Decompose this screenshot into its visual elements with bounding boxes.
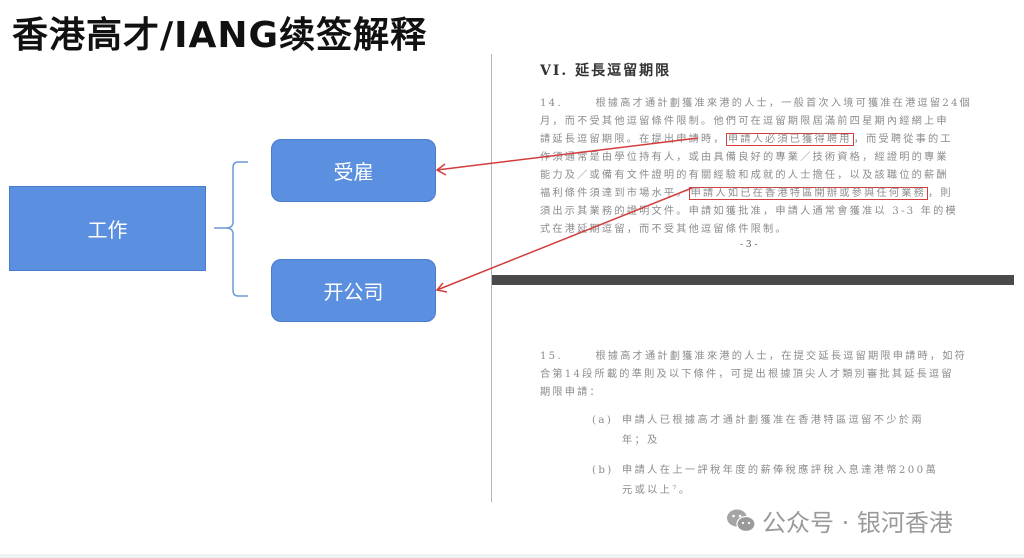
line-text: 月，而不受其他逗留條件限制。他們可在逗留期限屆滿前四星期內經網上申 — [540, 116, 949, 127]
watermark-text: 公众号 · 银河香港 — [762, 509, 953, 537]
para-line: 14. 根據高才通計劃獲准來港的人士，一般首次入境可獲准在港逗留24個 — [540, 95, 970, 113]
para-line: 15. 根據高才通計劃獲准來港的人士，在提交延長逗留期限申請時，如符 — [540, 348, 965, 366]
item-text: 元或以上⁷。 — [622, 485, 692, 496]
line-text: ，則 — [928, 188, 953, 199]
watermark: 公众号 · 银河香港 — [726, 503, 953, 538]
page-separator — [492, 275, 1014, 285]
diagram-branch-employment: 受雇 — [271, 139, 436, 202]
diagram-root-label: 工作 — [87, 218, 128, 242]
paragraph-number: 15. — [540, 351, 563, 362]
line-text: 根據高才通計劃獲准來港的人士，一般首次入境可獲准在港逗留24個 — [595, 98, 973, 109]
para-line: 作須通常是由學位持有人，或由具備良好的專業／技術資格，經證明的專業 — [540, 149, 965, 167]
line-text: 須出示其業務的證明文件。申請如獲批准，申請人通常會獲准以 3-3 年的模 — [540, 206, 958, 217]
line-text: 合第14段所載的準則及以下條件，可提出根據頂尖人才類別審批其延長逗留 — [540, 369, 954, 380]
item-text: 申請人在上一評稅年度的薪俸稅應評稅入息達港幣200萬 — [622, 465, 939, 476]
item-text: 年；及 — [622, 435, 660, 446]
document-heading: VI. 延長逗留期限 — [540, 63, 672, 79]
line-text: 式在港延期逗留，而不受其他逗留條件限制。 — [540, 224, 788, 235]
diagram-root-box: 工作 — [9, 186, 206, 271]
line-text: 能力及／或備有文件證明的有關經驗和成就的人士擔任，以及該職位的薪酬 — [540, 170, 949, 181]
item-text: 申請人已根據高才通計劃獲准在香港特區逗留不少於兩 — [622, 415, 925, 426]
para-line: 福利條件須達到市場水平。申請人如已在香港特區開辦或參與任何業務，則 — [540, 185, 965, 203]
paragraph-14: 14. 根據高才通計劃獲准來港的人士，一般首次入境可獲准在港逗留24個 月，而不… — [540, 95, 970, 239]
line-text: 根據高才通計劃獲准來港的人士，在提交延長逗留期限申請時，如符 — [595, 351, 968, 362]
line-text: 作須通常是由學位持有人，或由具備良好的專業／技術資格，經證明的專業 — [540, 152, 949, 163]
diagram-branch-start-company: 开公司 — [271, 259, 436, 322]
para-line: 期限申請： — [540, 384, 965, 402]
branch-label-start-company: 开公司 — [323, 280, 384, 304]
para-line: 月，而不受其他逗留條件限制。他們可在逗留期限屆滿前四星期內經網上申 — [540, 113, 965, 131]
paragraph-15: 15. 根據高才通計劃獲准來港的人士，在提交延長逗留期限申請時，如符 合第14段… — [540, 348, 965, 402]
branch-label-employment: 受雇 — [333, 160, 374, 184]
paragraph-number: 14. — [540, 98, 563, 109]
line-text: 期限申請： — [540, 387, 602, 398]
curly-brace — [214, 161, 248, 297]
line-text: ，而受聘從事的工 — [853, 134, 953, 145]
bottom-strip — [0, 554, 1024, 558]
slide-title: 香港高才/IANG续签解释 — [12, 15, 428, 56]
para-line: 合第14段所載的準則及以下條件，可提出根據頂尖人才類別審批其延長逗留 — [540, 366, 965, 384]
page-number: - 3 - — [740, 240, 758, 250]
item-label: (b) — [592, 465, 614, 476]
para-line: 須出示其業務的證明文件。申請如獲批准，申請人通常會獲准以 3-3 年的模 — [540, 203, 965, 221]
line-text: 福利條件須達到市場水平。 — [540, 188, 689, 199]
highlight-business: 申請人如已在香港特區開辦或參與任何業務 — [688, 187, 929, 200]
item-label: (a) — [592, 415, 614, 426]
para-line: 式在港延期逗留，而不受其他逗留條件限制。 — [540, 221, 965, 239]
wechat-icon — [727, 509, 756, 532]
para-line: 請延長逗留期限。在提出申請時，申請人必須已獲得聘用，而受聘從事的工 — [540, 131, 965, 149]
highlight-employment: 申請人必須已獲得聘用 — [725, 133, 854, 146]
line-text: 請延長逗留期限。在提出申請時， — [540, 134, 726, 145]
para-line: 能力及／或備有文件證明的有關經驗和成就的人士擔任，以及該職位的薪酬 — [540, 167, 965, 185]
